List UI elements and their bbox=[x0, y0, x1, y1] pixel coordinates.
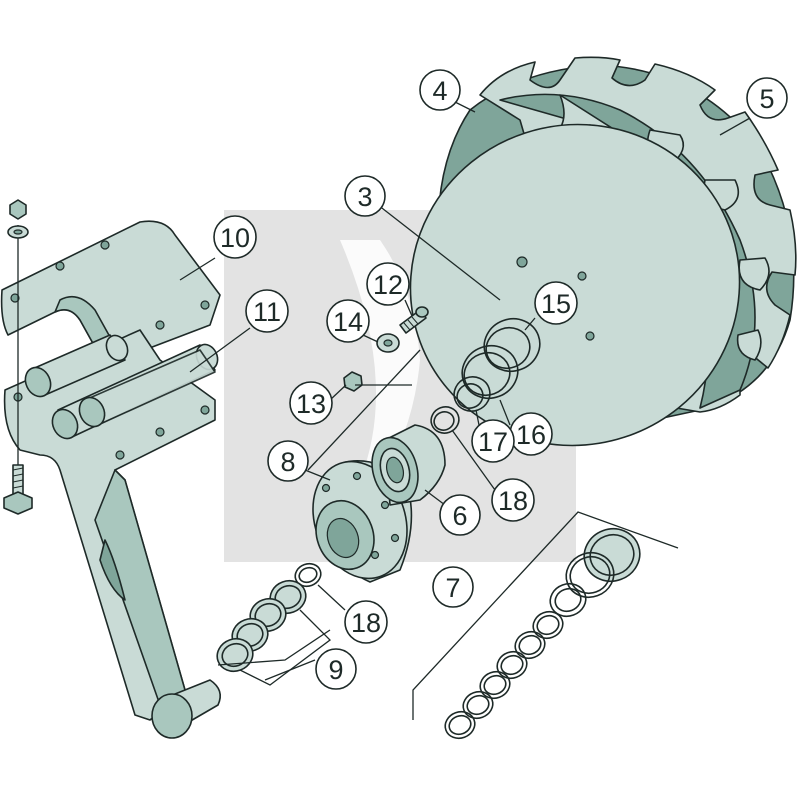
ring-set bbox=[412, 511, 679, 740]
callout-18-upper: 18 bbox=[491, 478, 535, 522]
screw bbox=[399, 306, 429, 334]
tube bbox=[24, 334, 129, 398]
bolt bbox=[3, 464, 33, 515]
callout-label: 11 bbox=[253, 297, 281, 327]
arm-boss bbox=[151, 679, 221, 739]
disc-hole bbox=[516, 256, 528, 268]
disc-hole bbox=[577, 271, 587, 281]
callout-label: 18 bbox=[498, 486, 528, 516]
callout-10: 10 bbox=[213, 215, 257, 259]
callout-3: 3 bbox=[344, 175, 386, 217]
left-fasteners bbox=[3, 199, 33, 515]
callout-label: 10 bbox=[220, 223, 250, 253]
callout-13: 13 bbox=[289, 381, 333, 425]
callout-label: 3 bbox=[357, 182, 372, 212]
callout-label: 6 bbox=[452, 501, 467, 531]
bearing bbox=[371, 424, 446, 506]
callout-18-lower: 18 bbox=[344, 600, 388, 644]
nut bbox=[9, 199, 27, 220]
callout-label: 12 bbox=[373, 270, 403, 300]
callout-5: 5 bbox=[746, 77, 788, 119]
callout-15: 15 bbox=[534, 281, 578, 325]
callout-6: 6 bbox=[439, 494, 481, 536]
washer-small bbox=[376, 333, 400, 353]
leader-lines bbox=[179, 101, 751, 686]
callout-label: 7 bbox=[445, 573, 460, 603]
callout-7: 7 bbox=[432, 566, 474, 608]
callout-12: 12 bbox=[366, 262, 410, 306]
bracket-lower bbox=[3, 329, 221, 739]
callout-label: 4 bbox=[432, 76, 447, 106]
disc-hole bbox=[585, 331, 595, 341]
callout-14: 14 bbox=[326, 299, 370, 343]
callout-11: 11 bbox=[245, 289, 289, 333]
callout-9: 9 bbox=[315, 648, 357, 690]
callout-label: 18 bbox=[351, 608, 381, 638]
callout-label: 16 bbox=[516, 420, 546, 450]
seal-rings-lower bbox=[216, 562, 322, 673]
seal-rings-upper bbox=[430, 317, 541, 434]
small-fasteners bbox=[343, 306, 429, 392]
callout-8: 8 bbox=[267, 440, 309, 482]
callout-label: 15 bbox=[541, 289, 571, 319]
callout-label: 17 bbox=[478, 427, 508, 457]
callout-label: 9 bbox=[328, 655, 343, 685]
callout-16: 16 bbox=[509, 412, 553, 456]
callout-label: 5 bbox=[759, 84, 774, 114]
callout-label: 14 bbox=[333, 307, 363, 337]
callout-4: 4 bbox=[419, 69, 461, 111]
callout-label: 13 bbox=[296, 389, 326, 419]
tube bbox=[78, 349, 216, 428]
callout-label: 8 bbox=[280, 447, 295, 477]
callout-17: 17 bbox=[471, 419, 515, 463]
